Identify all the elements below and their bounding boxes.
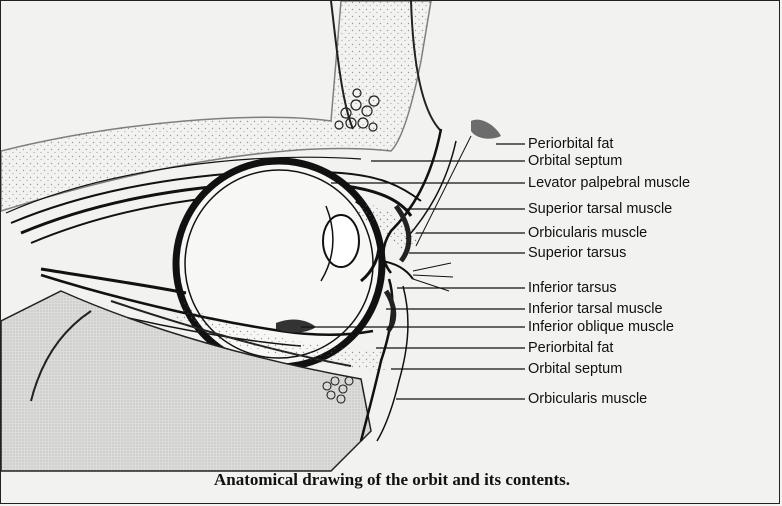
label-superior-tarsal-muscle: Superior tarsal muscle: [528, 201, 672, 217]
label-levator-palpebral-muscle: Levator palpebral muscle: [528, 175, 690, 191]
label-orbital-septum-bottom: Orbital septum: [528, 361, 622, 377]
label-periorbital-fat-top: Periorbital fat: [528, 136, 613, 152]
label-inferior-oblique-muscle: Inferior oblique muscle: [528, 319, 674, 335]
eyelashes: [413, 263, 453, 291]
label-inferior-tarsus: Inferior tarsus: [528, 280, 617, 296]
label-orbicularis-muscle-bottom: Orbicularis muscle: [528, 391, 647, 407]
label-periorbital-fat-bottom: Periorbital fat: [528, 340, 613, 356]
label-orbicularis-muscle-top: Orbicularis muscle: [528, 225, 647, 241]
label-orbital-septum-top: Orbital septum: [528, 153, 622, 169]
label-superior-tarsus: Superior tarsus: [528, 245, 626, 261]
eyeball: [176, 161, 382, 367]
figure-caption: Anatomical drawing of the orbit and its …: [1, 470, 780, 490]
label-inferior-tarsal-muscle: Inferior tarsal muscle: [528, 301, 663, 317]
